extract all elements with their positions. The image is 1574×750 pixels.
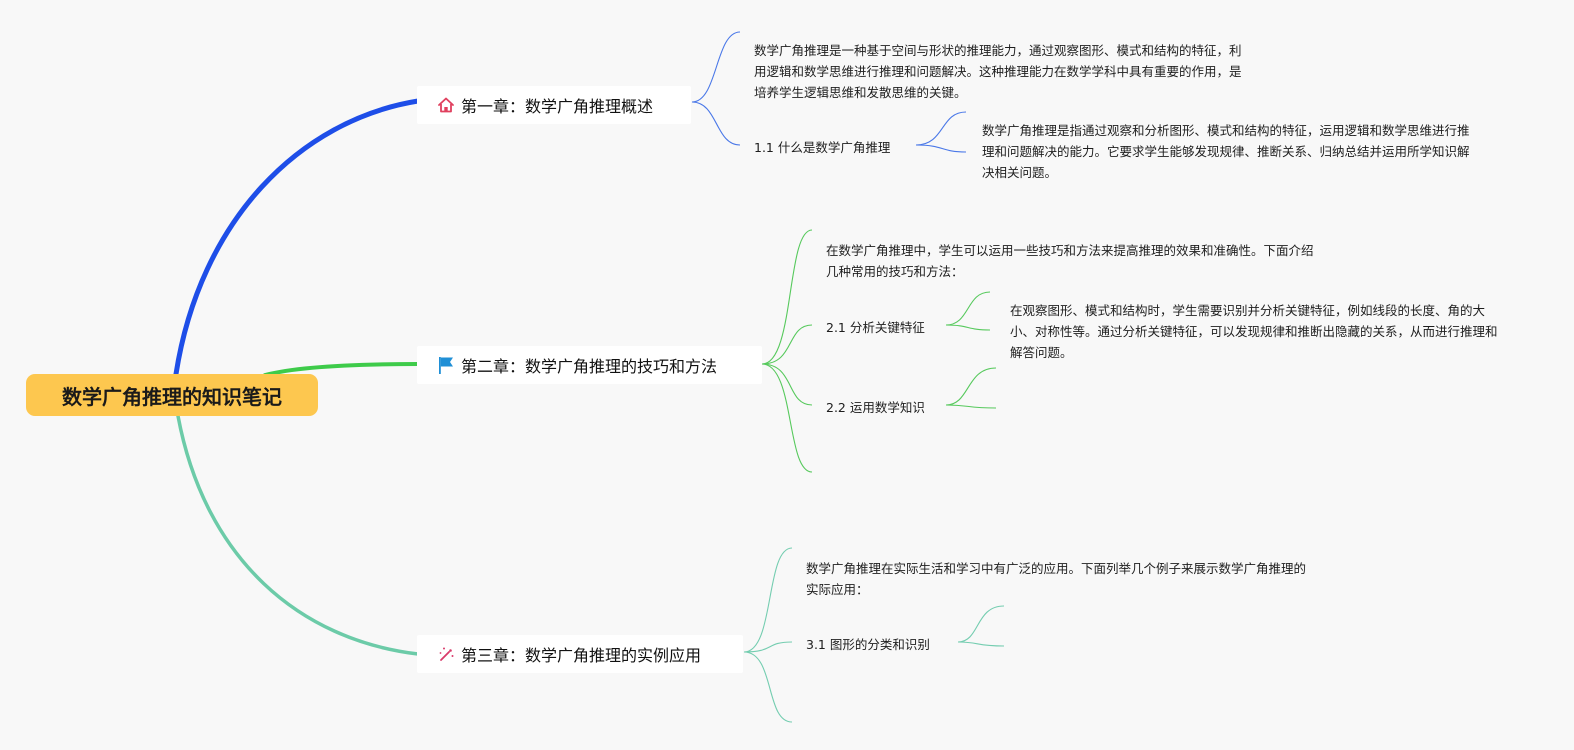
chapter-3-title: 第三章：数学广角推理的实例应用 bbox=[461, 646, 702, 665]
edge-sec31-top bbox=[957, 605, 1005, 643]
edge-ch2-sec1 bbox=[761, 324, 813, 365]
edge-ch2-intro bbox=[761, 229, 813, 365]
edge-ch2-sec2 bbox=[761, 363, 813, 406]
chapter-1-intro-text[interactable]: 数学广角推理是一种基于空间与形状的推理能力，通过观察图形、模式和结构的特征，利用… bbox=[754, 43, 1242, 100]
section-3-1-label[interactable]: 3.1 图形的分类和识别 bbox=[806, 637, 930, 652]
edge-ch2-extra bbox=[761, 363, 813, 473]
edge-sec31-bottom bbox=[957, 641, 1005, 647]
edge-ch3-sec1 bbox=[743, 641, 793, 653]
chapter-2-intro-text[interactable]: 在数学广角推理中，学生可以运用一些技巧和方法来提高推理的效果和准确性。下面介绍几… bbox=[826, 243, 1314, 279]
section-2-1-label[interactable]: 2.1 分析关键特征 bbox=[826, 320, 925, 335]
edge-ch1-sec1 bbox=[691, 101, 741, 146]
chapter-3-intro-text[interactable]: 数学广角推理在实际生活和学习中有广泛的应用。下面列举几个例子来展示数学广角推理的… bbox=[806, 561, 1307, 597]
edge-sec22-top bbox=[945, 367, 997, 406]
branch-line-chapter-1 bbox=[173, 98, 421, 377]
chapter-3-topic[interactable]: 第三章：数学广角推理的实例应用 bbox=[417, 635, 743, 673]
section-1-1-label[interactable]: 1.1 什么是数学广角推理 bbox=[754, 140, 891, 155]
home-icon bbox=[435, 94, 457, 116]
chapter-2-title: 第二章：数学广角推理的技巧和方法 bbox=[461, 357, 718, 376]
edge-sec22-bottom bbox=[945, 404, 997, 409]
edge-sec21-text-bottom bbox=[945, 324, 991, 331]
root-topic[interactable]: 数学广角推理的知识笔记 bbox=[26, 374, 318, 416]
branch-line-chapter-2 bbox=[263, 362, 420, 377]
edge-ch3-extra bbox=[743, 651, 793, 723]
section-1-1-text[interactable]: 数学广角推理是指通过观察和分析图形、模式和结构的特征，运用逻辑和数学思维进行推理… bbox=[982, 123, 1470, 180]
chapter-1-title: 第一章：数学广角推理概述 bbox=[461, 97, 654, 116]
edge-sec11-text-top bbox=[915, 111, 967, 146]
chapter-2-topic[interactable]: 第二章：数学广角推理的技巧和方法 bbox=[417, 346, 762, 384]
chapter-1-topic[interactable]: 第一章：数学广角推理概述 bbox=[417, 86, 691, 124]
magic-wand-icon bbox=[435, 643, 457, 665]
edge-sec21-text-top bbox=[945, 291, 991, 326]
root-title: 数学广角推理的知识笔记 bbox=[62, 384, 282, 409]
edge-sec11-text-bottom bbox=[915, 144, 967, 153]
section-2-2-label[interactable]: 2.2 运用数学知识 bbox=[826, 400, 925, 415]
branch-line-chapter-3 bbox=[176, 414, 420, 656]
edge-ch1-intro bbox=[691, 31, 741, 103]
edge-ch3-intro bbox=[743, 547, 793, 653]
flag-icon bbox=[435, 354, 457, 376]
section-2-1-text[interactable]: 在观察图形、模式和结构时，学生需要识别并分析关键特征，例如线段的长度、角的大小、… bbox=[1010, 303, 1498, 360]
